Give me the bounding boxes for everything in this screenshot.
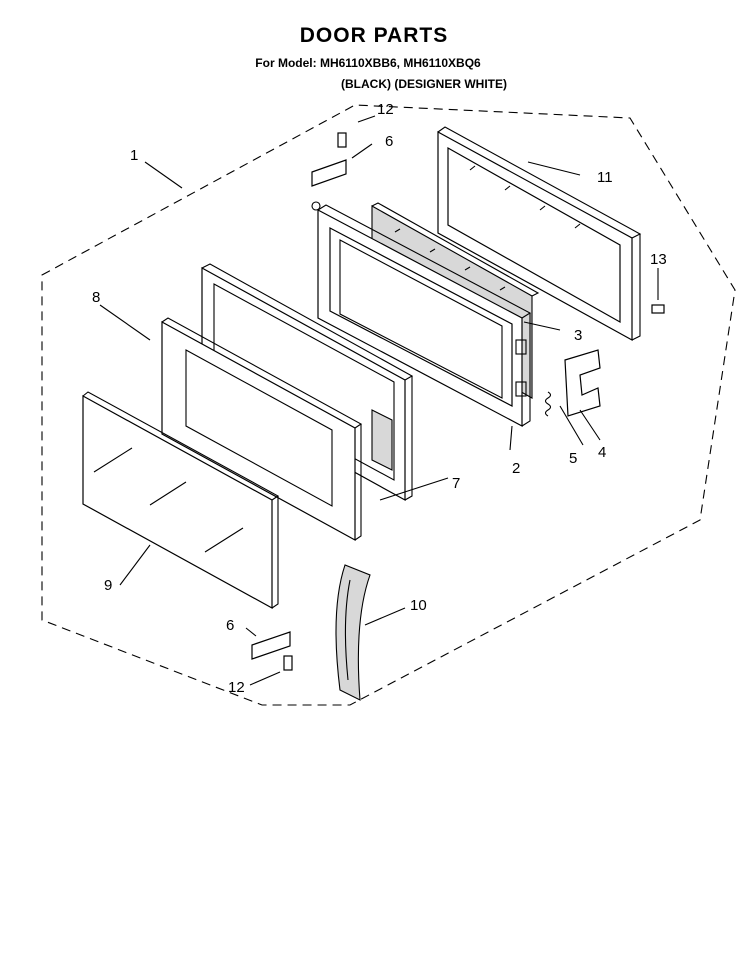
- part-4-latch: [564, 349, 601, 417]
- callout-11: 11: [597, 169, 613, 186]
- callout-10: 10: [410, 597, 427, 614]
- part-13-screw: [651, 304, 665, 314]
- page-title: DOOR PARTS: [300, 24, 448, 47]
- callout-6-lower: 6: [226, 617, 234, 634]
- part-6-upper-hinge: [311, 159, 347, 187]
- callout-7: 7: [452, 475, 460, 492]
- part-10-handle: [335, 564, 371, 701]
- part-5-spring: [544, 391, 552, 417]
- callout-9: 9: [104, 577, 112, 594]
- callout-8: 8: [92, 289, 100, 306]
- callout-12-lower: 12: [228, 679, 245, 696]
- callout-12-upper: 12: [377, 101, 394, 118]
- part-12-upper-screw: [337, 132, 347, 148]
- callout-6-upper: 6: [385, 133, 393, 150]
- callout-1: 1: [130, 147, 138, 164]
- model-line: For Model: MH6110XBB6, MH6110XBQ6: [255, 56, 481, 70]
- part-8-frame: [161, 317, 363, 542]
- part-12-lower-screw: [283, 655, 293, 671]
- part-2-inner-door-frame: [311, 201, 532, 427]
- leader-lines: [99, 115, 659, 686]
- part-9-outer-glass: [82, 391, 280, 610]
- callout-3: 3: [574, 327, 582, 344]
- assembly-boundary: [41, 104, 736, 706]
- color-line: (BLACK) (DESIGNER WHITE): [341, 77, 507, 91]
- callout-2: 2: [512, 460, 520, 477]
- part-6-lower-hinge: [251, 631, 291, 660]
- part-11-choke-frame: [437, 126, 642, 342]
- callout-13: 13: [650, 251, 667, 268]
- callout-4: 4: [598, 444, 606, 461]
- callout-5: 5: [569, 450, 577, 467]
